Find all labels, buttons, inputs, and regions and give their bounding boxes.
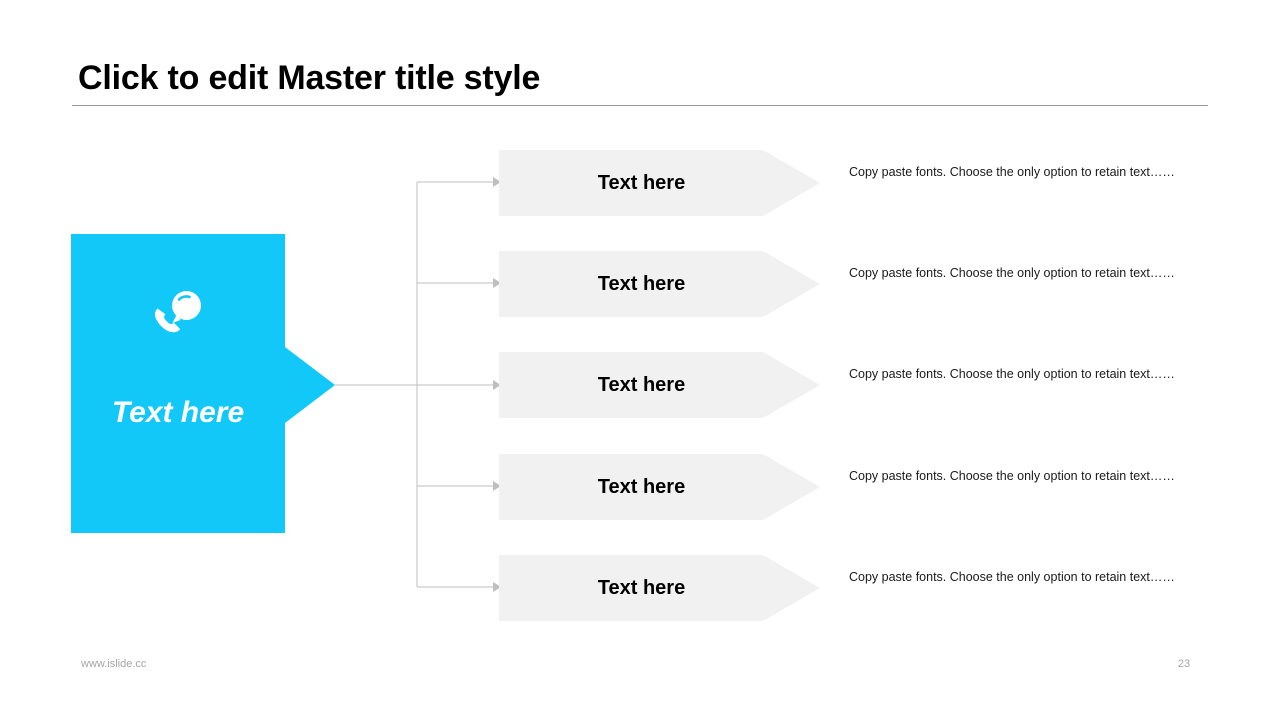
row-description: Copy paste fonts. Choose the only option… <box>849 469 1175 483</box>
list-item[interactable]: Text here Copy paste fonts. Choose the o… <box>499 251 1199 317</box>
primary-callout-arrow-tip <box>285 347 335 423</box>
primary-callout-panel[interactable]: Text here <box>71 234 285 533</box>
chevron-shape[interactable] <box>499 454 820 520</box>
chevron-label: Text here <box>597 475 686 498</box>
chevron-label: Text here <box>597 576 686 599</box>
primary-callout-label: Text here <box>111 396 245 429</box>
footer-url: www.islide.cc <box>81 658 147 670</box>
chevron-shape[interactable] <box>499 150 820 216</box>
chevron-label: Text here <box>597 272 686 295</box>
page-title: Click to edit Master title style <box>78 59 541 97</box>
row-description: Copy paste fonts. Choose the only option… <box>849 266 1175 280</box>
title-placeholder[interactable]: Click to edit Master title style <box>72 56 1208 106</box>
chevron-label: Text here <box>597 373 686 396</box>
chevron-label: Text here <box>597 171 686 194</box>
row-description: Copy paste fonts. Choose the only option… <box>849 165 1175 179</box>
title-divider <box>72 105 1208 106</box>
list-item[interactable]: Text here Copy paste fonts. Choose the o… <box>499 555 1199 621</box>
row-description: Copy paste fonts. Choose the only option… <box>849 570 1175 584</box>
row-description: Copy paste fonts. Choose the only option… <box>849 367 1175 381</box>
chevron-shape[interactable] <box>499 352 820 418</box>
phone-support-icon <box>71 289 285 350</box>
list-item[interactable]: Text here Copy paste fonts. Choose the o… <box>499 150 1199 216</box>
page-number: 23 <box>1177 658 1191 670</box>
chevron-shape[interactable] <box>499 251 820 317</box>
list-item[interactable]: Text here Copy paste fonts. Choose the o… <box>499 454 1199 520</box>
chevron-shape[interactable] <box>499 555 820 621</box>
list-item[interactable]: Text here Copy paste fonts. Choose the o… <box>499 352 1199 418</box>
